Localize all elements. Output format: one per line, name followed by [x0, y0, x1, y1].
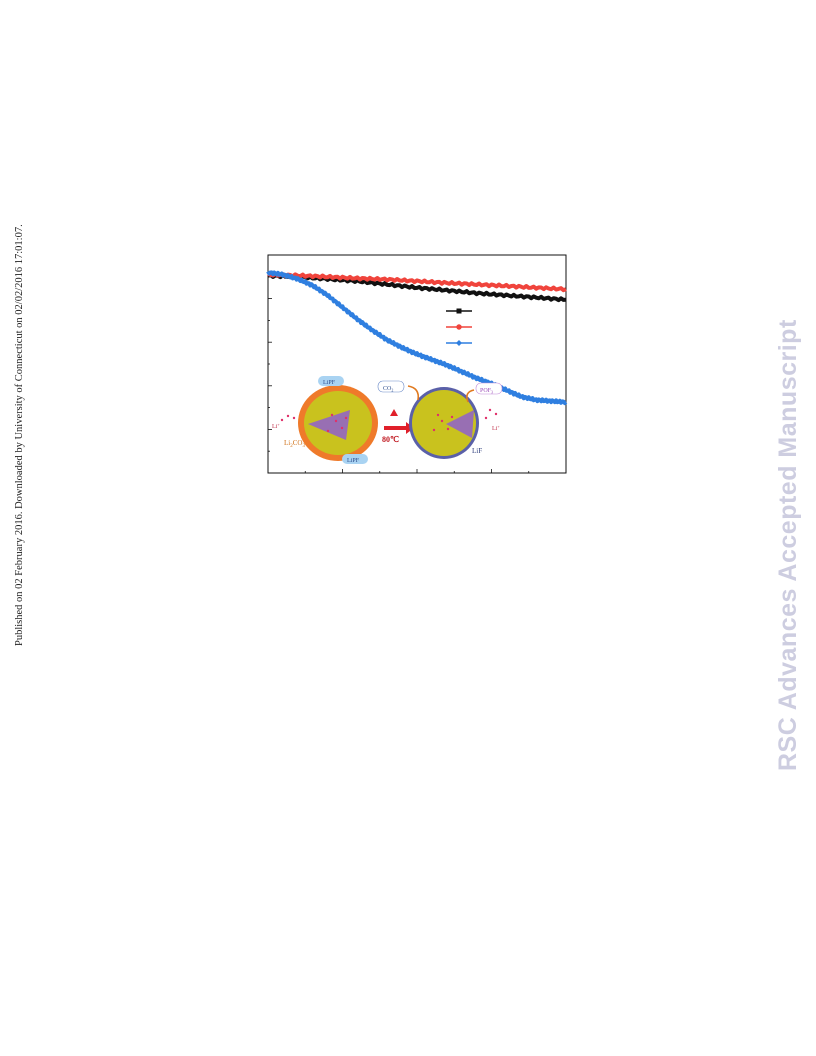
- figure: LiPF LiPF Li2CO3 Li+ 80℃ CO2 POF3 LiF Li…: [266, 254, 568, 474]
- li-ion-left: Li+: [272, 422, 280, 430]
- pof3-release-arrow: [466, 389, 475, 403]
- lithium-ion-dot: [292, 416, 296, 420]
- legend: [446, 308, 472, 346]
- pof3-cloud: [475, 382, 503, 395]
- lithium-ion-dot: [432, 428, 436, 432]
- lithium-ion-dot: [484, 416, 488, 420]
- lithium-ion-dot: [340, 426, 344, 430]
- lithium-ion-dot: [280, 418, 284, 422]
- left-cone: [308, 410, 350, 440]
- temperature-label: 80℃: [382, 435, 399, 444]
- legend-marker-2: [456, 340, 462, 346]
- lithium-ion-dot: [436, 413, 440, 417]
- lithium-ion-dot: [450, 415, 454, 419]
- lpf-cloud-bottom: [342, 454, 368, 464]
- series-layer: [266, 270, 568, 406]
- inset-schematic: LiPF LiPF Li2CO3 Li+ 80℃ CO2 POF3 LiF Li…: [272, 376, 503, 464]
- lithium-ion-dot: [334, 419, 338, 423]
- co2-label: CO2: [383, 386, 393, 393]
- lithium-ion-dot: [446, 427, 450, 431]
- co2-release-arrow: [407, 385, 420, 401]
- lif-label: LiF: [472, 447, 482, 455]
- pof3-label: POF3: [480, 388, 493, 395]
- download-notice: Published on 02 February 2016. Downloade…: [14, 224, 25, 646]
- legend-marker-0: [456, 308, 462, 314]
- axis-ticks: [267, 254, 567, 474]
- lpf-bottom-label: LiPF: [347, 458, 360, 464]
- lithium-ion-dot: [344, 416, 348, 420]
- lithium-ion-dot: [440, 419, 444, 423]
- legend-marker-1: [456, 324, 462, 330]
- lithium-ion-dot: [326, 429, 330, 433]
- watermark: RSC Advances Accepted Manuscript: [774, 319, 802, 771]
- lithium-ion-dot: [494, 412, 498, 416]
- lithium-ion-dot: [330, 413, 334, 417]
- lpf-top-label: LiPF: [323, 380, 336, 386]
- heat-arrow: [384, 422, 414, 434]
- lithium-ion-dot: [286, 414, 290, 418]
- series-line-1: [267, 271, 567, 293]
- right-particle-core: [412, 390, 476, 456]
- series-line-2: [266, 270, 568, 406]
- co2-cloud: [377, 380, 405, 393]
- heat-flame-icon: [390, 409, 398, 416]
- li2co3-label: Li2CO3: [284, 439, 305, 449]
- lithium-ion-dots: [280, 408, 498, 433]
- watermark-container: RSC Advances Accepted Manuscript: [774, 260, 804, 800]
- li-ion-right: Li+: [492, 424, 500, 432]
- lithium-ion-dot: [488, 408, 492, 412]
- lpf-cloud-top: [318, 376, 344, 386]
- right-cone: [446, 410, 474, 438]
